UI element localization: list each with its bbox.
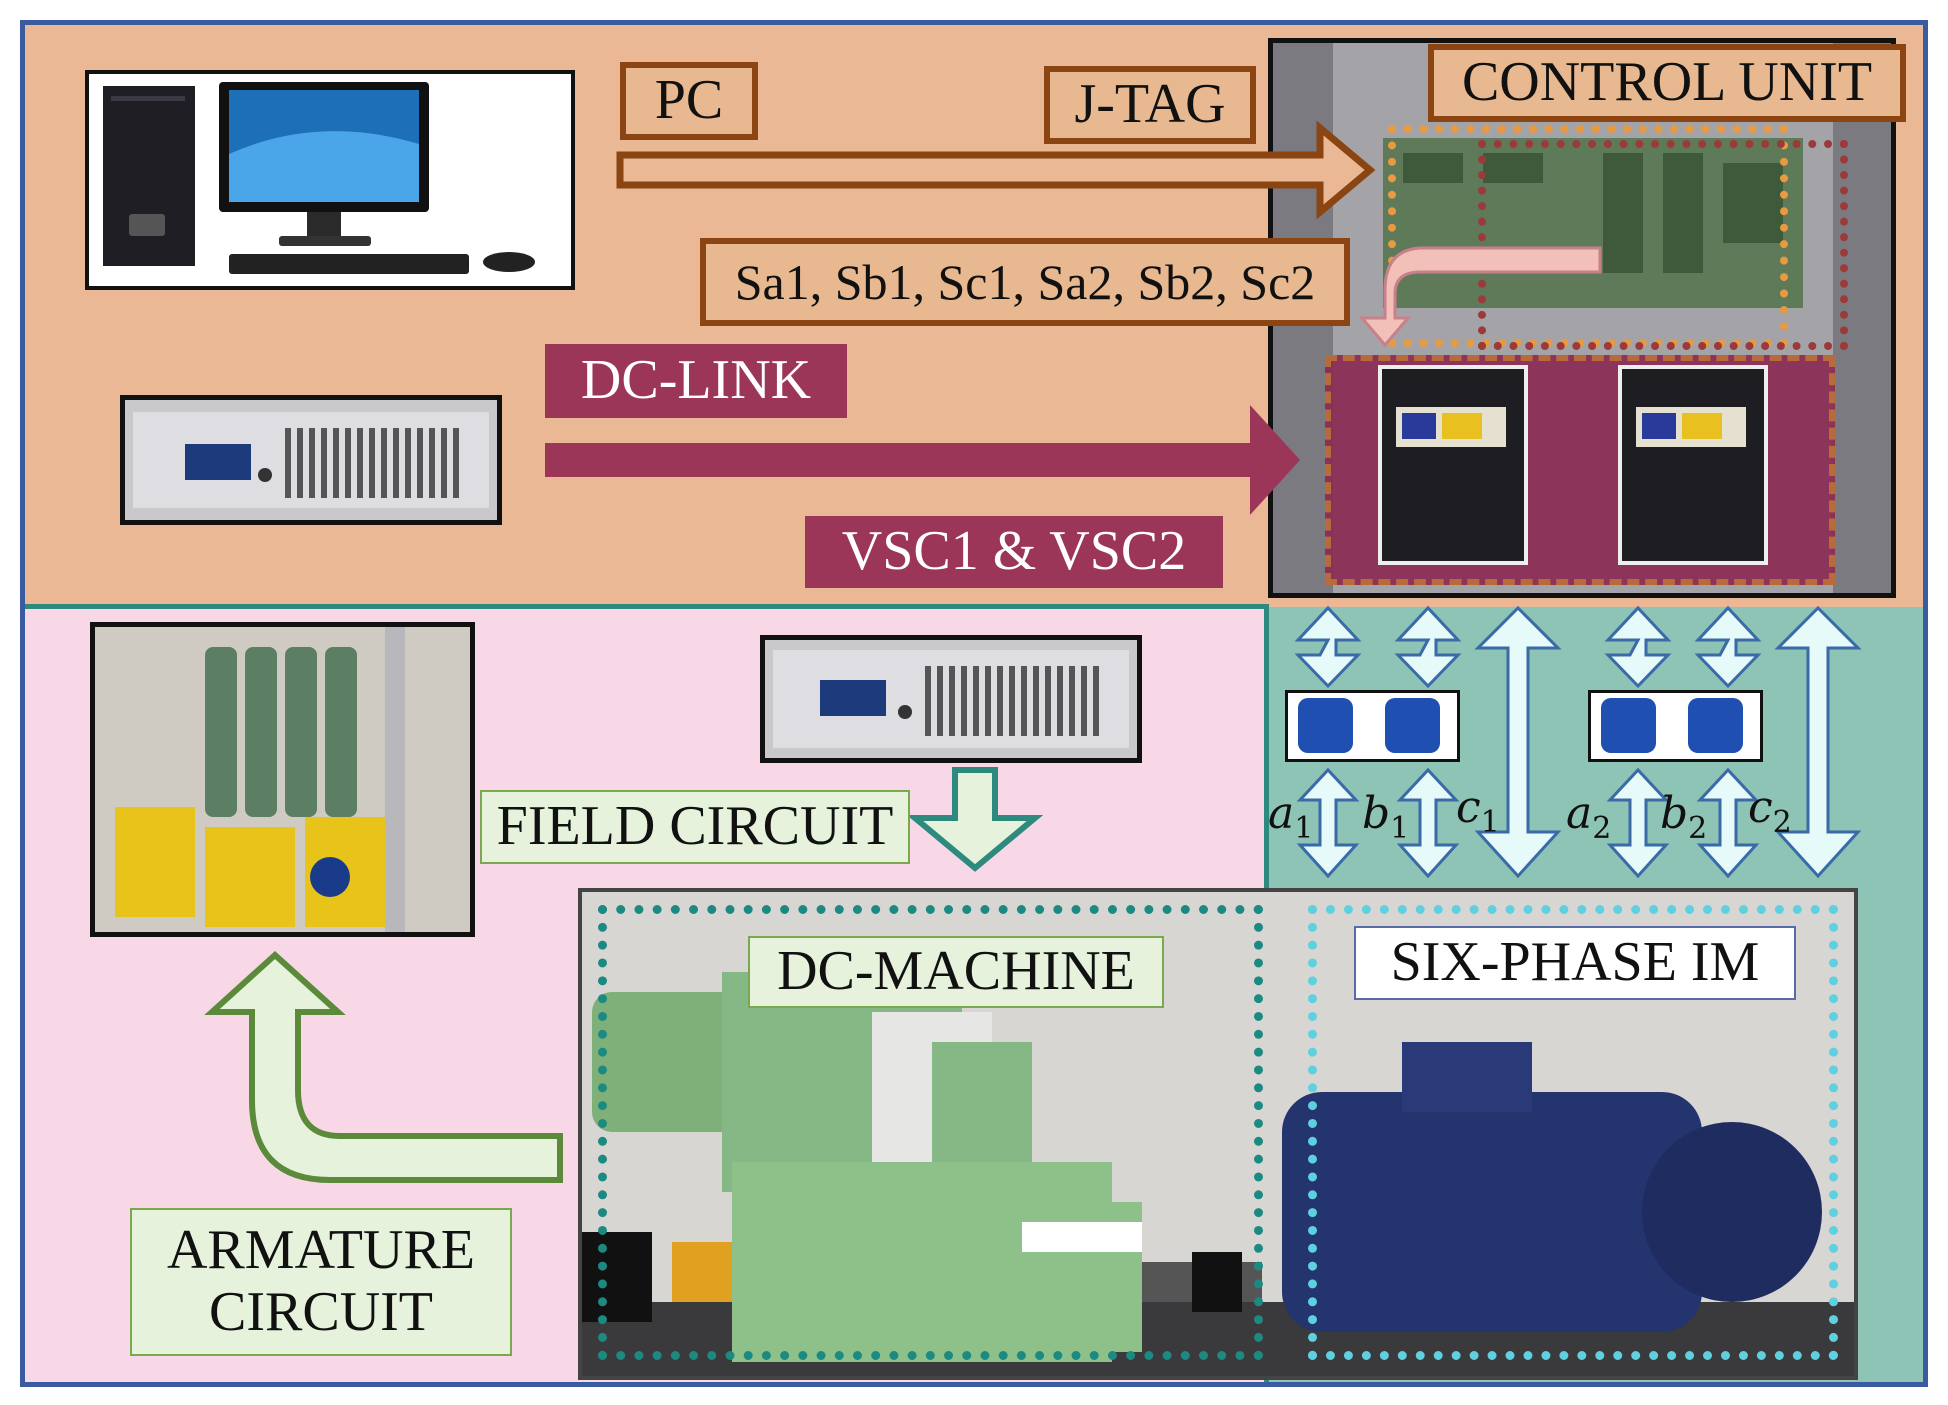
phase-label-b1: b1 [1362,788,1410,846]
armature-label-line2: CIRCUIT [209,1281,433,1343]
control-unit-label: CONTROL UNIT [1428,44,1906,122]
pc-to-control-arrow [616,120,1376,220]
outer-border [20,20,1928,1387]
dc-machine-label: DC-MACHINE [748,936,1164,1008]
double-arrow-bot-3 [1606,767,1670,879]
gate-signals-arrow [1358,246,1602,348]
current-sensor-a1 [1298,698,1353,753]
double-arrow-top-4 [1694,605,1762,689]
current-sensor-b1 [1385,698,1440,753]
converter-vsc1-photo [1378,365,1528,565]
control-board-dashed-frame [1478,140,1848,350]
gate-signals-label: Sa1, Sb1, Sc1, Sa2, Sb2, Sc2 [700,238,1350,326]
current-sensor-a2 [1601,698,1656,753]
region-divider-horizontal [22,604,1267,609]
field-circuit-label: FIELD CIRCUIT [480,790,910,864]
double-arrow-long-c1 [1474,605,1562,879]
dc-link-arrow [545,405,1300,515]
armature-resistor-photo [90,622,475,937]
six-phase-im-label: SIX-PHASE IM [1354,926,1796,1000]
phase-label-a2: a2 [1566,788,1612,846]
current-sensor-b2 [1688,698,1743,753]
dc-link-label: DC-LINK [545,344,847,418]
double-arrow-long-c2 [1774,605,1862,879]
converter-vsc2-photo [1618,365,1768,565]
double-arrow-top-3 [1604,605,1672,689]
phase-label-a1: a1 [1268,788,1314,846]
dc-power-supply-photo [120,395,502,525]
phase-label-c2: c2 [1748,782,1792,840]
field-power-supply-photo [760,635,1142,763]
field-circuit-arrow [906,767,1044,872]
phase-label-b2: b2 [1660,788,1708,846]
armature-circuit-label: ARMATURE CIRCUIT [130,1208,512,1356]
double-arrow-top-2 [1394,605,1462,689]
vsc-label: VSC1 & VSC2 [805,516,1223,588]
armature-circuit-arrow [204,950,563,1183]
armature-label-line1: ARMATURE [166,1219,476,1282]
pc-photo [85,70,575,290]
phase-label-c1: c1 [1456,782,1500,840]
double-arrow-bot-1 [1296,767,1360,879]
double-arrow-top-1 [1294,605,1362,689]
dc-machine-dashed-frame [598,905,1263,1360]
double-arrow-bot-2 [1396,767,1460,879]
im-dashed-frame [1308,905,1838,1360]
jtag-label: J-TAG [1044,66,1256,144]
double-arrow-bot-4 [1696,767,1760,879]
pc-label: PC [620,62,758,140]
converter-dashed-frame [1325,355,1835,585]
